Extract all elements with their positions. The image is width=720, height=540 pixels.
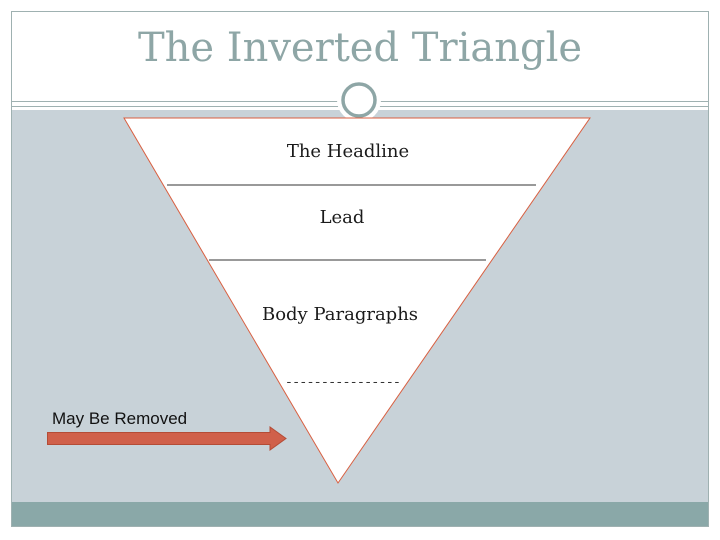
section-headline-label: The Headline — [286, 141, 410, 162]
slide-title: The Inverted Triangle — [137, 25, 583, 71]
section-body-label: Body Paragraphs — [261, 304, 419, 325]
footer-band — [12, 502, 708, 526]
title-circle-icon — [341, 82, 377, 118]
may-be-removed-label: May Be Removed — [52, 409, 188, 428]
inverted-triangle — [123, 117, 591, 484]
removable-section-marker: ---------------- — [285, 375, 401, 390]
removal-arrow — [47, 426, 287, 451]
slide-frame — [11, 11, 709, 527]
section-lead-label: Lead — [319, 207, 365, 228]
